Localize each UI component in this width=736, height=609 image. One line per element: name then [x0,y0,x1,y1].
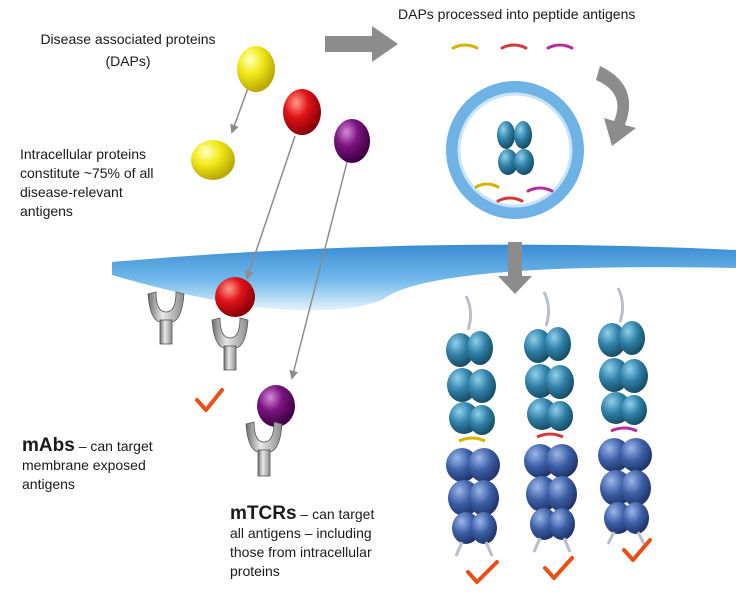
check-mabs [195,388,224,412]
mtcrs-desc-line4: proteins [230,563,280,579]
check-marks [195,388,652,584]
antibody-left [147,291,185,345]
daps-title-line1: Disease associated proteins [40,31,216,47]
antibody-middle [211,317,249,371]
intracellular-line3: disease-relevant [20,184,123,200]
protein-purple [334,119,370,163]
process-arrow-curve [596,66,636,146]
mabs-name: mAbs [22,435,75,456]
mabs-desc-line2: membrane exposed [22,457,146,473]
antibody-lower [245,421,283,477]
intracellular-note: Intracellular proteins constitute ~75% o… [20,145,190,221]
check-tcr-1 [466,560,499,584]
tcr-complex-2 [524,291,578,553]
protein-red [283,89,321,135]
peptide-antigens-top [451,43,574,50]
daps-title-line2: (DAPs) [105,53,151,69]
vesicle [446,81,584,219]
daps-title: Disease associated proteins (DAPs) [18,31,238,70]
intracellular-line1: Intracellular proteins [20,146,147,162]
arrow-yellow-to-intracellular [230,87,249,134]
processed-label: DAPs processed into peptide antigens [398,6,636,22]
mabs-description: mAbs – can target membrane exposed antig… [22,436,222,494]
mabs-first-line: mAbs – can target [22,436,222,456]
mtcrs-name: mTCRs [230,503,297,524]
process-arrow-down [498,242,532,294]
mtcrs-desc-line2: all antigens – including [230,525,372,541]
process-arrow-right [325,26,398,62]
peptide-antigens-vesicle [474,182,554,203]
protein-red-membrane [215,277,255,317]
protein-yellow [237,46,275,92]
check-tcr-3 [622,538,652,562]
intracellular-line4: antigens [20,203,73,219]
check-tcr-2 [543,556,574,580]
cell-membrane [112,244,736,311]
mtcrs-desc-line3: those from intracellular [230,544,372,560]
mhc-in-vesicle [497,121,534,175]
mabs-desc-line1: – can target [78,438,153,454]
vesicle-inner-ring [457,92,573,208]
intracellular-line2: constitute ~75% of all [20,165,154,181]
mtcrs-desc-line1: – can target [300,506,375,522]
tcr-complex-3 [598,287,652,545]
protein-yellow-intracellular [191,140,235,180]
mtcrs-first-line: mTCRs – can target [230,504,450,524]
mabs-desc-line3: antigens [22,476,75,492]
mtcrs-description: mTCRs – can target all antigens – includ… [230,504,450,581]
arrow-purple-to-mtcr [289,161,348,380]
tcr-complex-1 [446,295,500,557]
protein-purple-bound [257,385,295,427]
arrow-red-to-membrane [245,135,296,280]
